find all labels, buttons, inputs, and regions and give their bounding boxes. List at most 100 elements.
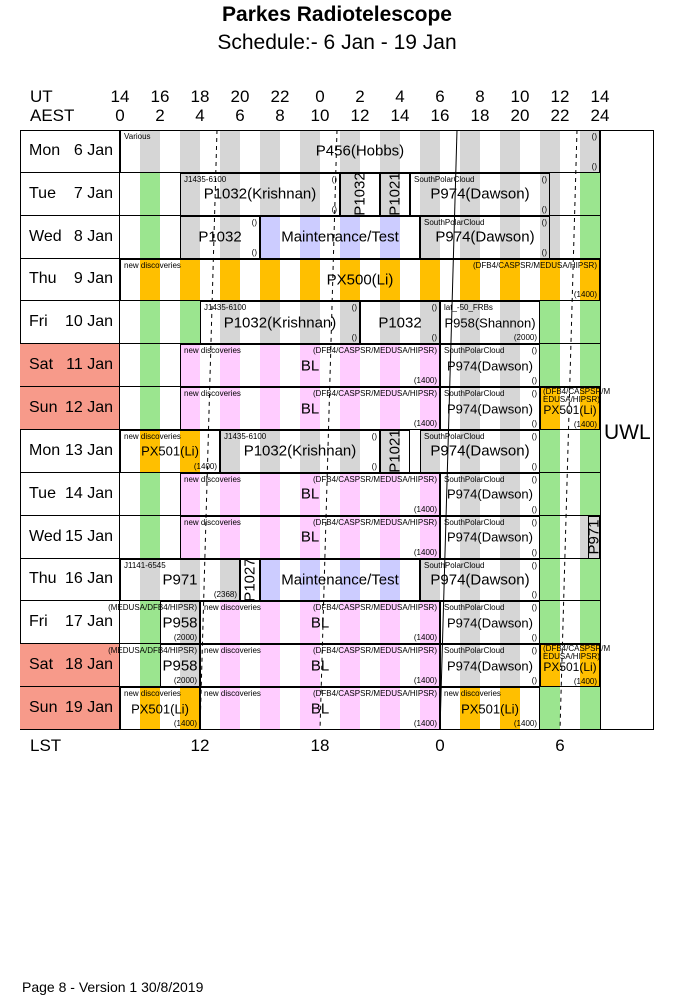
observation-block[interactable]: PX501(Li)new discoveries(1400) (120, 430, 220, 472)
block-frequency: (1400) (413, 718, 437, 728)
block-backend: (DFB4/CASPSR/MEDUSA/HIPSR) (312, 517, 437, 527)
hour-stripe (180, 344, 200, 387)
observation-block[interactable]: P1032()() (360, 301, 440, 344)
hour-stripe (300, 215, 320, 258)
hour-stripe (220, 430, 240, 472)
observation-block[interactable]: P1021 (380, 173, 410, 216)
hour-stripe (340, 644, 360, 687)
hour-stripe (580, 515, 600, 558)
hour-stripe (380, 344, 400, 387)
observation-block[interactable]: P456(Hobbs)Various()() (120, 130, 600, 172)
hour-stripe (260, 687, 280, 729)
hour-stripe (340, 558, 360, 601)
block-source: J1435-6100 (224, 432, 267, 441)
observation-block[interactable]: P958(MEDUSA/DFB4/HIPSR)(2000) (108, 644, 200, 687)
observation-block[interactable]: PX501(Li)(DFB4/CASPSR/MEDUSA/HIPSR)(1400… (540, 387, 610, 429)
hour-stripe (420, 344, 440, 387)
observation-block[interactable]: P974(Dawson)SouthPolarCloud()() (440, 472, 540, 515)
aest-tick: 24 (590, 106, 610, 125)
observation-block[interactable]: Maintenance/Test (260, 215, 420, 258)
observation-block[interactable]: P974(Dawson)SouthPolarCloud()() (420, 215, 550, 258)
hour-stripe (460, 472, 480, 515)
block-frequency: (2368) (213, 590, 237, 600)
observation-block[interactable]: P1027 (240, 558, 260, 602)
ut-axis-label: UT (30, 87, 53, 106)
observation-block[interactable]: PX501(Li)new discoveries(1400) (120, 687, 200, 729)
hour-stripe (300, 472, 320, 515)
block-source: new discoveries (444, 689, 501, 699)
hour-stripe (420, 301, 440, 344)
observation-block[interactable]: P1032(Krishnan)J1435-6100()() (200, 301, 360, 344)
block-label: P974(Dawson) (430, 185, 530, 203)
hour-stripe (580, 172, 600, 215)
block-frequency: (1400) (413, 547, 437, 557)
hour-stripe (300, 644, 320, 687)
observation-block[interactable]: P974(Dawson)SouthPolarCloud()() (440, 344, 540, 387)
observation-block[interactable]: PX500(Li)new discoveries(DFB4/CASPSR/MED… (120, 258, 600, 301)
hour-stripe (420, 515, 440, 558)
block-backend: () (371, 432, 377, 441)
block-backend: (DFB4/CASPSR/MEDUSA/HIPSR) (312, 646, 437, 656)
observation-block[interactable]: P974(Dawson)SouthPolarCloud()() (410, 172, 550, 215)
hour-stripe (260, 558, 280, 601)
hour-stripe (300, 687, 320, 729)
hour-stripe (500, 258, 520, 301)
observation-block[interactable]: P958(Shannon)lat_-50_FRBs(2000) (440, 301, 540, 344)
hour-stripe (300, 258, 320, 301)
block-backend: () (531, 389, 537, 399)
observation-block[interactable]: P1032(Krishnan)J1435-6100()() (220, 430, 380, 472)
observation-block[interactable]: P1032 (340, 173, 380, 216)
hour-stripe (540, 644, 560, 687)
observation-block[interactable]: P974(Dawson)SouthPolarCloud()() (420, 430, 540, 472)
observation-block[interactable]: P974(Dawson)SouthPolarCloud()() (440, 515, 540, 558)
hour-stripe (500, 130, 520, 172)
day-name: Thu (29, 270, 57, 288)
hour-stripe (140, 601, 160, 644)
block-source: new discoveries (184, 346, 241, 356)
observation-block[interactable]: PX501(Li)new discoveries(1400) (440, 687, 540, 729)
hour-stripe (420, 215, 440, 258)
hour-stripe (460, 215, 480, 258)
observation-block[interactable]: P1032(Krishnan)J1435-6100()() (180, 172, 340, 215)
observation-block[interactable]: P1032()() (180, 215, 260, 258)
aest-tick: 2 (155, 106, 165, 125)
block-label: P974(Dawson) (435, 228, 535, 246)
hour-stripe (500, 515, 520, 558)
hour-stripe (540, 130, 560, 172)
uwl-side-panel (600, 130, 654, 730)
block-frequency: () (531, 633, 537, 643)
observation-block[interactable]: PX501(Li)(DFB4/CASPSR/MEDUSA/HIPSR)(1400… (540, 644, 610, 687)
hour-stripe (420, 387, 440, 429)
observation-block[interactable]: P1021 (380, 430, 410, 473)
day-name: Mon (29, 141, 61, 159)
day-name: Thu (29, 570, 57, 588)
block-label: P974(Dawson) (447, 358, 533, 374)
block-source: SouthPolarCloud (444, 474, 505, 484)
observation-block[interactable]: P971 (586, 515, 603, 558)
hour-stripe (260, 601, 280, 644)
observation-block[interactable]: P974(Dawson)SouthPolarCloud()() (440, 601, 540, 644)
hour-stripe (580, 644, 600, 687)
hour-stripe (380, 601, 400, 644)
observation-block[interactable]: P974(Dawson)SouthPolarCloud()() (440, 644, 540, 687)
observation-block[interactable]: P974(Dawson)SouthPolarCloud()() (420, 558, 540, 601)
block-label: P958 (162, 614, 198, 632)
observation-block[interactable]: P974(Dawson)SouthPolarCloud()() (440, 387, 540, 429)
observation-block[interactable]: Maintenance/Test (260, 558, 420, 601)
block-label: P974(Dawson) (447, 401, 533, 417)
observation-block[interactable]: P958(MEDUSA/DFB4/HIPSR)(2000) (108, 601, 200, 644)
hour-stripe (300, 344, 320, 387)
